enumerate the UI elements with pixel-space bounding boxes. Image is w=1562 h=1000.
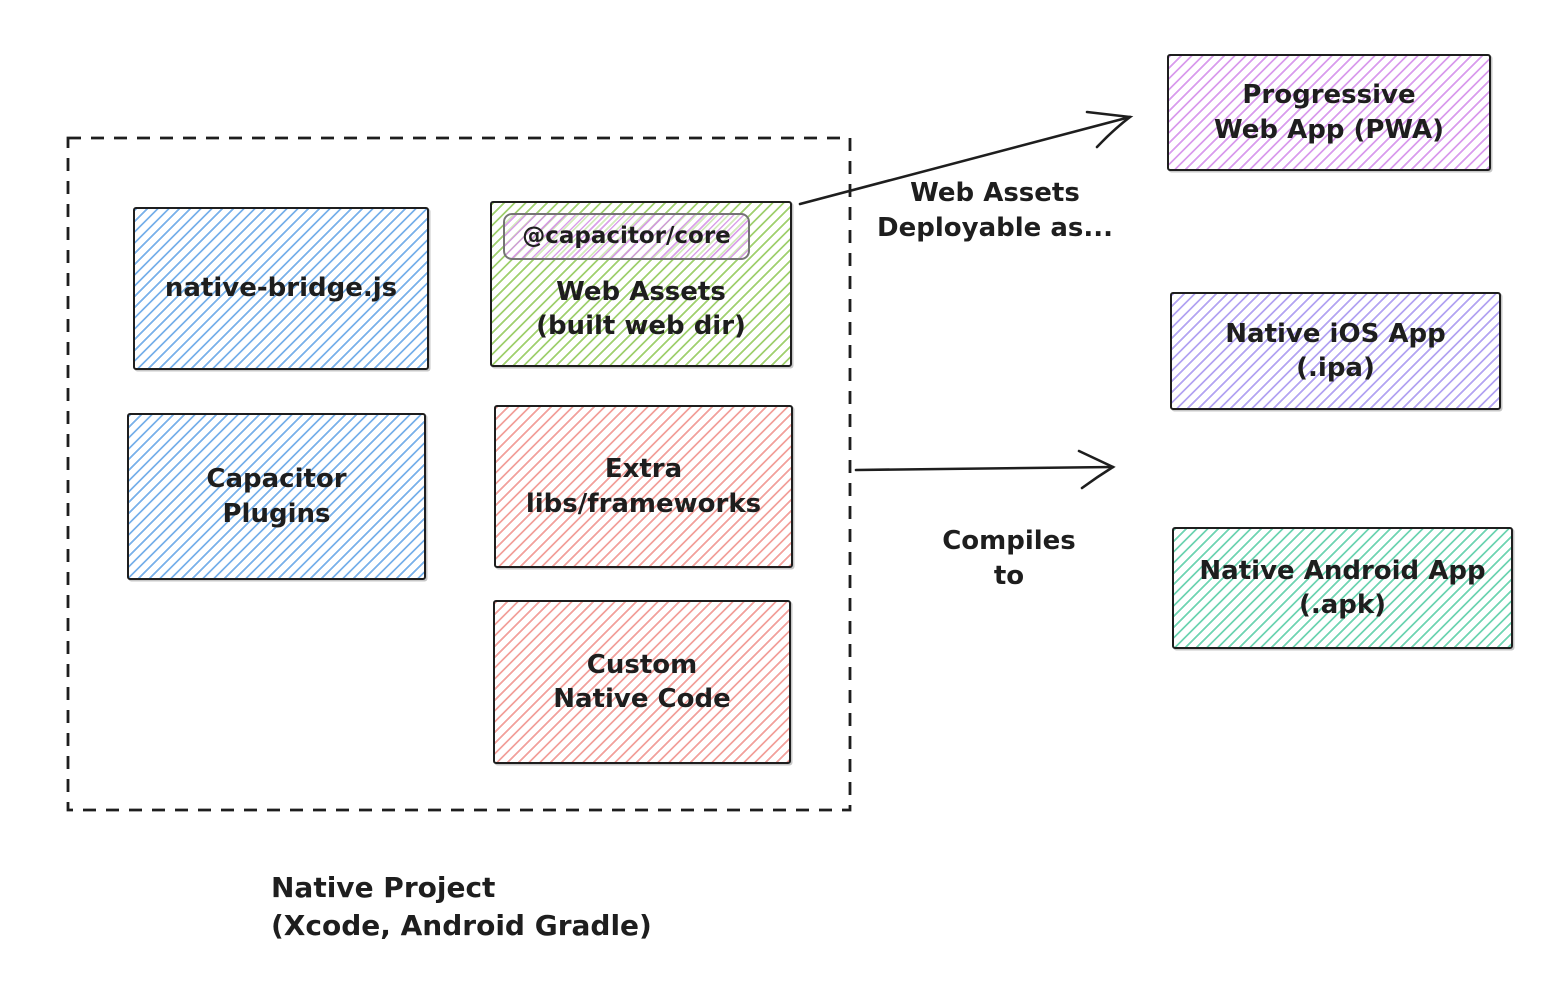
box-native-android-line2: (.apk) <box>1298 590 1387 620</box>
box-pwa-line2: Web App (PWA) <box>1214 114 1444 145</box>
native-project-caption: Native Project (Xcode, Android Gradle) <box>271 869 731 945</box>
box-custom-native-code: Custom Native Code <box>493 600 791 764</box>
box-pwa: Progressive Web App (PWA) <box>1167 54 1491 171</box>
box-pwa-line1: Progressive <box>1242 80 1416 111</box>
box-capacitor-plugins: Capacitor Plugins <box>127 413 426 580</box>
box-native-android-line1: Native Android App <box>1199 555 1486 586</box>
compile-arrow <box>854 449 1116 490</box>
box-extra-libs-line2: libs/frameworks <box>525 488 762 519</box>
box-web-assets: @capacitor/core Web Assets (built web di… <box>490 201 792 367</box>
native-project-caption-line2: (Xcode, Android Gradle) <box>271 908 652 942</box>
compile-arrow-label: Compiles to <box>909 524 1109 594</box>
box-capacitor-plugins-line1: Capacitor <box>206 464 347 495</box>
box-native-bridge: native-bridge.js <box>133 207 429 370</box>
native-project-caption-line1: Native Project <box>271 871 496 904</box>
box-native-ios: Native iOS App (.ipa) <box>1170 292 1501 410</box>
compile-arrow-label-line1: Compiles <box>942 526 1076 556</box>
capacitor-core-badge-label: @capacitor/core <box>522 223 731 250</box>
deploy-arrow-label-line1: Web Assets <box>910 178 1080 208</box>
box-native-ios-line2: (.ipa) <box>1296 353 1375 383</box>
box-capacitor-plugins-line2: Plugins <box>222 498 331 529</box>
box-extra-libs-line1: Extra <box>604 454 683 485</box>
box-native-android: Native Android App (.apk) <box>1172 527 1513 649</box>
box-custom-native-code-line2: Native Code <box>553 684 731 714</box>
deploy-arrow-label: Web Assets Deployable as... <box>845 176 1145 246</box>
deploy-arrow-label-line2: Deployable as... <box>877 213 1113 244</box>
compile-arrow-label-line2: to <box>993 561 1025 592</box>
box-web-assets-line1: Web Assets <box>556 276 726 307</box>
capacitor-core-badge: @capacitor/core <box>503 213 750 260</box>
box-native-bridge-label: native-bridge.js <box>164 273 398 304</box>
box-custom-native-code-line1: Custom <box>586 649 698 680</box>
box-web-assets-line2: (built web dir) <box>536 311 746 341</box>
box-extra-libs: Extra libs/frameworks <box>494 405 793 568</box>
box-native-ios-line1: Native iOS App <box>1225 318 1446 349</box>
